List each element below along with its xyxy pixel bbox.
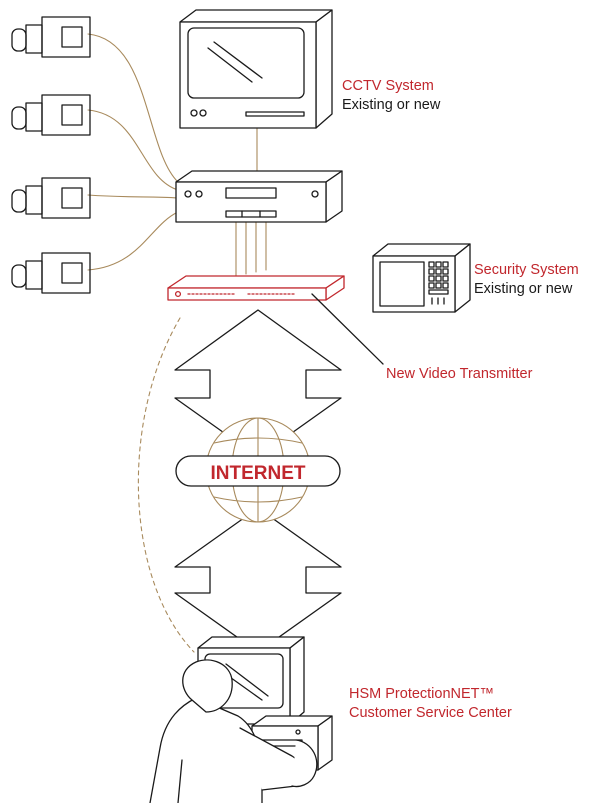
- security-panel-icon: [372, 243, 471, 313]
- vcr-icon: [175, 170, 343, 223]
- service-center-line1: HSM ProtectionNET™: [349, 686, 495, 702]
- video-transmitter-icon: [167, 275, 345, 301]
- monitor-icon: [179, 9, 333, 129]
- operator-workstation-icon: [149, 636, 333, 803]
- cctv-title: CCTV System: [342, 78, 434, 94]
- lower-double-arrow: [174, 507, 342, 653]
- service-center-line2: Customer Service Center: [349, 705, 512, 721]
- transmitter-leader-line: [311, 293, 384, 365]
- dashed-return-path: [137, 317, 195, 653]
- security-title: Security System: [474, 262, 579, 278]
- internet-label: INTERNET: [211, 463, 306, 484]
- internet-pill: [175, 455, 341, 487]
- camera-icon: [11, 177, 91, 219]
- transmitter-label: New Video Transmitter: [386, 366, 533, 382]
- camera-icon: [11, 252, 91, 294]
- cctv-subtitle: Existing or new: [342, 97, 441, 113]
- camera-icon: [11, 16, 91, 58]
- security-subtitle: Existing or new: [474, 281, 573, 297]
- camera-icon: [11, 94, 91, 136]
- camera-cables: [87, 33, 267, 277]
